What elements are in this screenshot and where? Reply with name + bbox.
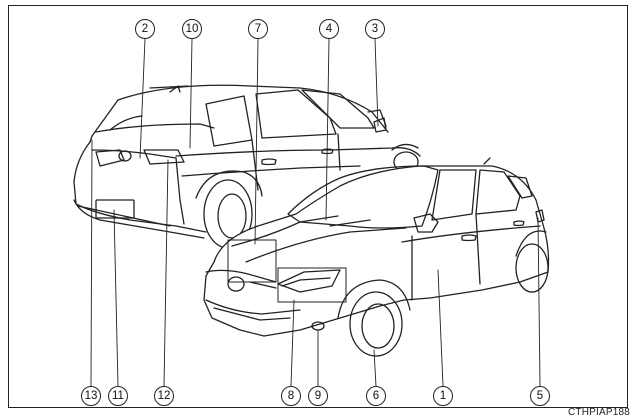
rear-view-car: [73, 84, 421, 249]
callout-1: 1: [440, 390, 446, 402]
callout-7: 7: [255, 23, 261, 35]
callout-6: 6: [373, 390, 379, 402]
callout-13: 13: [85, 390, 98, 402]
diagram-frame: [8, 5, 628, 408]
callout-11: 11: [112, 390, 124, 402]
callout-9: 9: [315, 390, 321, 402]
front-view-car: [203, 165, 550, 337]
callout-labels: 1 2 3 4 5 6 7 8 9 10 11 12 13: [85, 23, 544, 402]
callout-4: 4: [326, 23, 333, 35]
callout-2: 2: [142, 23, 148, 35]
callout-12: 12: [158, 390, 171, 402]
callout-8: 8: [288, 390, 294, 402]
image-code: CTHPIAP188: [567, 407, 630, 418]
front-car-details: [205, 157, 549, 357]
callout-5: 5: [537, 390, 543, 402]
callout-3: 3: [372, 23, 378, 35]
leader-lines: [90, 38, 541, 387]
callout-circles: [81, 19, 550, 406]
callout-10: 10: [186, 23, 199, 35]
